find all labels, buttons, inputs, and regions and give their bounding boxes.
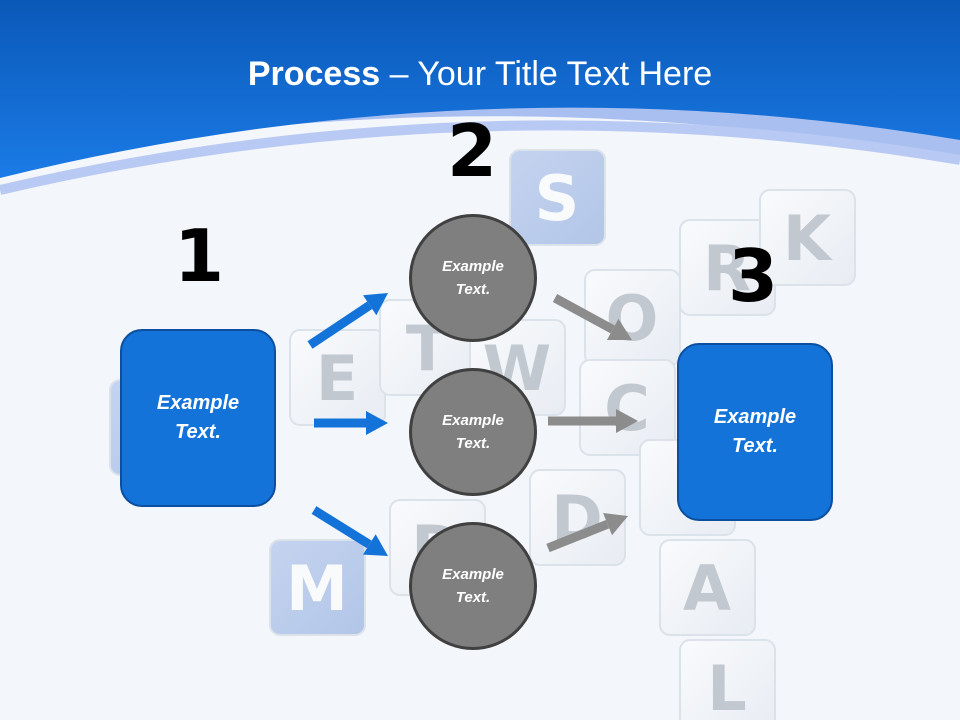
right-box-text: Example Text. — [713, 406, 797, 457]
header-band — [0, 0, 960, 178]
circle-middle-text: Example Text. — [442, 412, 504, 452]
letter-cube-letter: A — [683, 552, 731, 625]
left-box: Example Text. — [120, 329, 276, 507]
step-number-2: 2 — [446, 109, 498, 193]
letter-cube-letter: D — [551, 482, 602, 555]
left-box-text: Example Text. — [156, 392, 240, 443]
circle-top: Example Text. — [409, 214, 537, 342]
title-text: Your Title Text Here — [417, 55, 713, 93]
circle-middle: Example Text. — [409, 368, 537, 496]
letter-cube — [579, 359, 676, 456]
letter-cube — [679, 639, 776, 720]
letter-cube-letter: E — [316, 342, 358, 415]
letter-cube — [509, 149, 606, 246]
circle-top-text: Example Text. — [442, 258, 504, 298]
letter-cube-letter: C — [604, 372, 650, 445]
letter-cube-letter: S — [535, 162, 580, 235]
title-bold: Process — [247, 55, 381, 93]
slide-title: Process – Your Title Text Here — [0, 52, 960, 96]
letter-cube-letter: R — [703, 232, 751, 305]
right-box: Example Text. — [677, 343, 833, 521]
step-number-3: 3 — [727, 234, 779, 318]
letter-cube-letter: L — [707, 652, 747, 720]
circle-bottom: Example Text. — [409, 522, 537, 650]
step-number-1: 1 — [173, 214, 225, 298]
letter-cube — [759, 189, 856, 286]
header-curve — [0, 120, 960, 195]
letter-cube-letter: K — [783, 202, 833, 275]
letter-cube-letter: O — [606, 282, 659, 355]
letter-cube — [659, 539, 756, 636]
circle-bottom-text: Example Text. — [442, 566, 504, 606]
letter-cube-letter: M — [286, 552, 348, 625]
title-separator: – — [380, 55, 418, 93]
